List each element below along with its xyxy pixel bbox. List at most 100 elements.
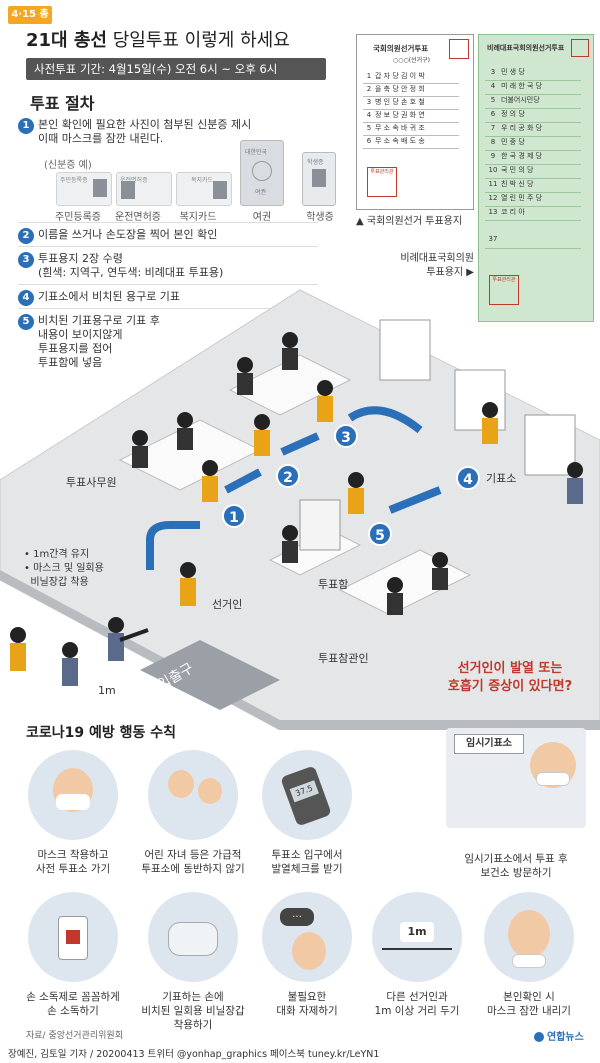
mask-icon <box>536 772 570 786</box>
mask-icon <box>56 794 90 810</box>
booth-label: 기표소 <box>486 472 517 485</box>
id-photo-icon <box>213 181 227 199</box>
id-name-welfare: 복지카드 <box>179 212 217 223</box>
manager-box: 투표관리관 <box>489 275 519 305</box>
flow-arrow <box>280 432 320 456</box>
local-ballot-caption: ▲ 국회의원선거 투표용지 <box>356 216 463 227</box>
flow-step-5: 5 <box>368 522 392 546</box>
voting-period-bar: 사전투표 기간: 4월15일(수) 오전 6시 ~ 오후 6시 <box>26 58 326 80</box>
id-photo-icon <box>312 169 326 187</box>
title-rest: 당일투표 이렇게 하세요 <box>107 30 290 51</box>
resident-card: 주민등록증 <box>56 172 112 206</box>
divider <box>18 246 318 247</box>
flow-step-1: 1 <box>222 504 246 528</box>
flow-arrow <box>347 406 423 434</box>
passport: 대한민국 여권 <box>240 140 284 206</box>
election-badge: 4·15 총선 <box>8 6 52 38</box>
source-note: 자료/ 중앙선거관리위원회 <box>26 1031 123 1041</box>
child-face-icon <box>168 770 194 798</box>
id-name-passport: 여권 <box>252 212 272 223</box>
thermometer-icon: 37.5 <box>280 765 332 827</box>
step-1-number: 1 <box>18 118 34 134</box>
temporary-booth-illustration: 임시기표소 <box>446 728 586 828</box>
flow-step-3: 3 <box>334 424 358 448</box>
temporary-booth-sign: 임시기표소 <box>454 734 524 754</box>
seal-stamp <box>571 39 589 57</box>
glove-illustration <box>148 892 238 982</box>
id-name-license: 운전면허증 <box>115 212 161 223</box>
seal-stamp <box>449 39 469 59</box>
manager-box: 투표관리관 <box>367 167 397 197</box>
mask-down-illustration <box>484 892 574 982</box>
id-name-resident: 주민등록증 <box>55 212 101 223</box>
procedure-title: 투표 절차 <box>30 94 95 113</box>
glove-icon <box>168 922 218 956</box>
license-card: 운전면허증 <box>116 172 172 206</box>
step-1-line1: 본인 확인에 필요한 사진이 첨부된 신분증 제시 <box>38 118 252 131</box>
flow-arrow <box>224 468 262 494</box>
face-icon <box>508 910 550 958</box>
divider <box>18 222 318 223</box>
ballot-box-label: 투표함 <box>318 578 349 591</box>
thermometer-illustration: 37.5 <box>262 750 352 840</box>
flow-step-2: 2 <box>276 464 300 488</box>
cross-icon <box>66 930 80 944</box>
id-photo-icon <box>121 181 135 199</box>
distance-label: 1m <box>98 684 116 697</box>
distance-arrow-icon <box>382 948 452 950</box>
title-bold: 21대 총선 <box>26 30 107 51</box>
flow-arrow <box>388 486 442 514</box>
yonhap-logo: 연합뉴스 <box>534 1028 584 1043</box>
clerk-label: 투표사무원 <box>66 476 117 489</box>
sanitizer-illustration <box>28 892 118 982</box>
emblem-icon <box>252 161 272 181</box>
mask-illustration <box>28 750 118 840</box>
child-face-icon <box>198 778 222 804</box>
student-card: 학생증 <box>302 152 336 206</box>
ballot-box <box>299 499 341 551</box>
distance-sign: 1m <box>400 922 434 942</box>
voting-booth <box>524 414 576 476</box>
logo-mark-icon <box>534 1032 544 1042</box>
distance-illustration: 1m <box>372 892 462 982</box>
voter-label: 선거인 <box>212 598 243 611</box>
step-4-line1: 기표소에서 비치된 용구로 기표 <box>38 290 181 303</box>
step-1-line2: 이때 마스크를 잠깐 내린다. <box>38 132 164 145</box>
step-2-line1: 이름을 쓰거나 손도장을 찍어 본인 확인 <box>38 228 218 241</box>
mask-icon <box>512 954 546 968</box>
id-name-student: 학생증 <box>306 212 334 223</box>
divider <box>18 284 318 285</box>
credit-line: 장예진, 김토일 기자 / 20200413 트위터 @yonhap_graph… <box>8 1049 380 1060</box>
no-talk-illustration: … <box>262 892 352 982</box>
id-card-row: 주민등록증 운전면허증 복지카드 대한민국 여권 학생증 <box>40 140 340 220</box>
flow-arrow <box>146 521 200 570</box>
page-title: 21대 총선 당일투표 이렇게 하세요 <box>26 26 290 52</box>
clerk-table <box>228 354 352 416</box>
entry-arrow <box>119 628 149 642</box>
face-icon <box>292 932 326 970</box>
entrance-block <box>140 640 280 710</box>
covid-title: 코로나19 예방 행동 수칙 <box>26 725 177 741</box>
step-3-line1: 투표용지 2장 수령 <box>38 252 123 265</box>
child-illustration <box>148 750 238 840</box>
polling-station-illustration <box>0 289 600 730</box>
voting-booth <box>379 319 431 381</box>
flow-step-4: 4 <box>456 466 480 490</box>
